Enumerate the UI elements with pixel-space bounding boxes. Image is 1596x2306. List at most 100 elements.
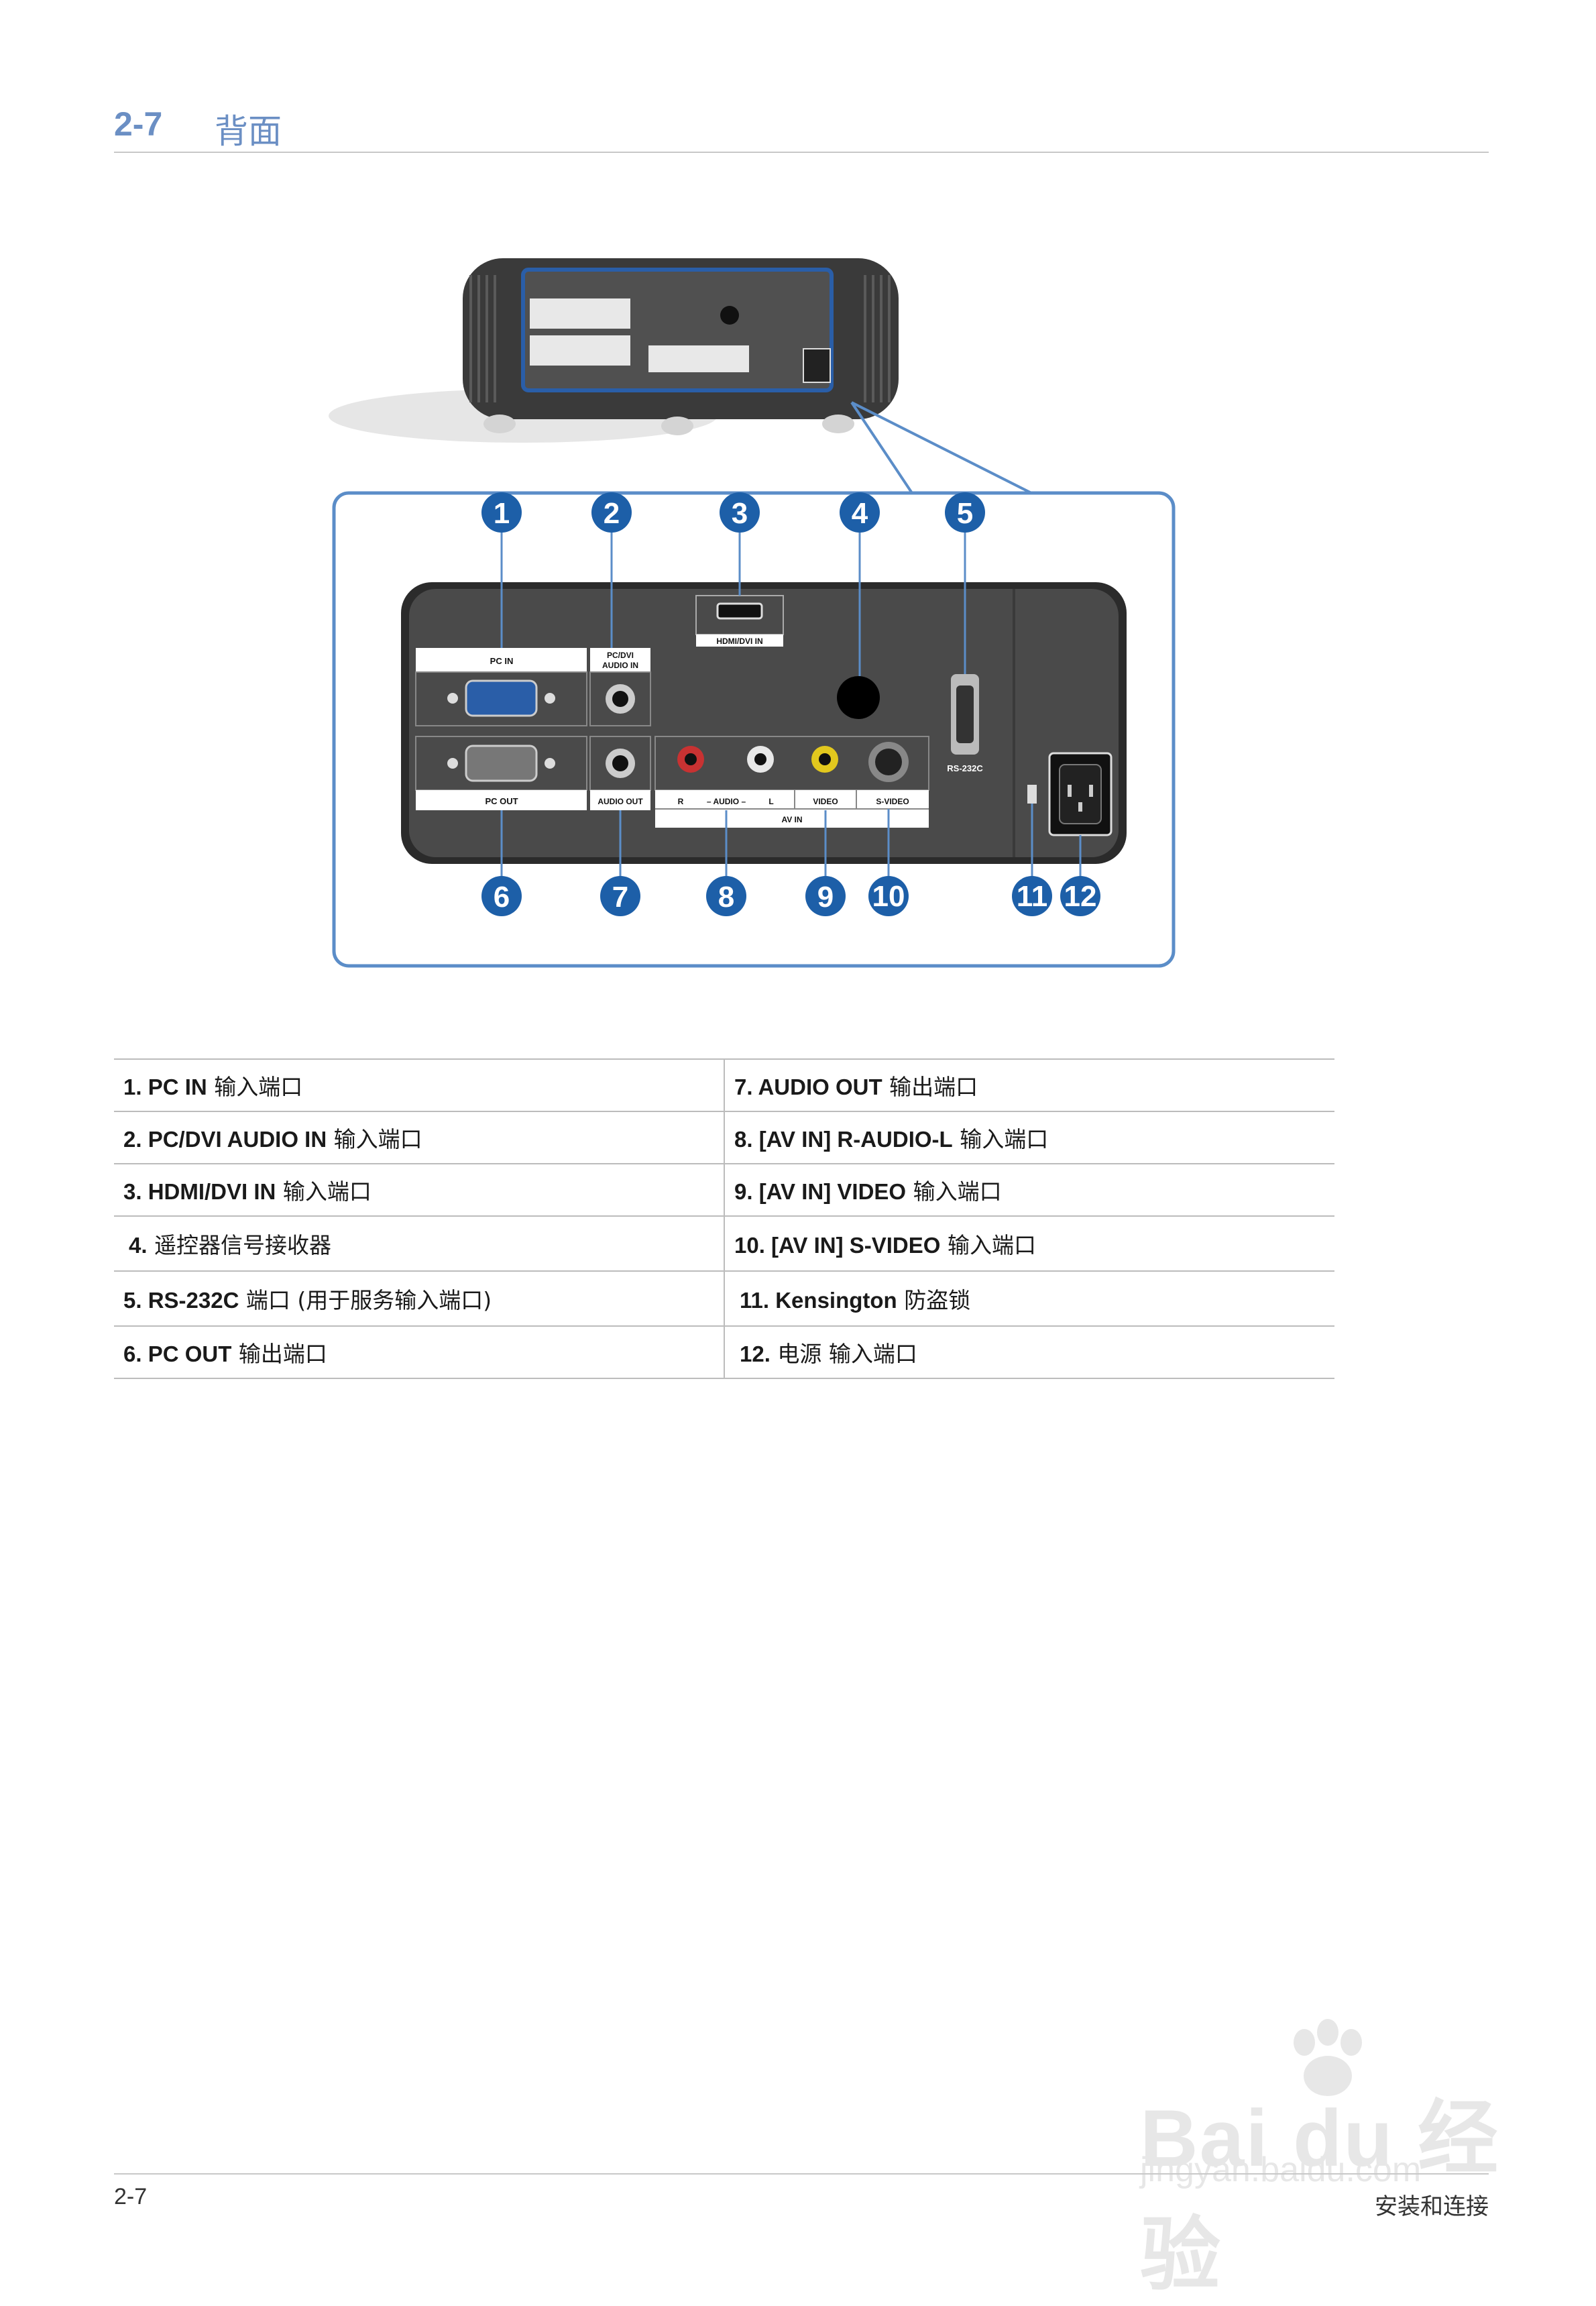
table-row: 6. PC OUT 输出端口 12. 电源 输入端口 <box>114 1325 1334 1379</box>
table-row: 1. PC IN 输入端口 7. AUDIO OUT 输出端口 <box>114 1058 1334 1112</box>
table-cell: 12. 电源 输入端口 <box>724 1325 1334 1379</box>
item-number: 11. Kensington <box>740 1288 897 1313</box>
item-number: 5. RS-232C <box>123 1288 239 1313</box>
callout-badge <box>600 876 640 916</box>
rear-panel: PC IN PC/DVI AUDIO IN HDMI/DVI IN RS-232… <box>401 582 1127 864</box>
item-description: 遥控器信号接收器 <box>147 1232 332 1258</box>
watermark-url: jingyan.baidu.com <box>1140 2150 1422 2189</box>
table-row: 3. HDMI/DVI IN 输入端口 9. [AV IN] VIDEO 输入端… <box>114 1163 1334 1217</box>
table-row: 2. PC/DVI AUDIO IN 输入端口 8. [AV IN] R-AUD… <box>114 1111 1334 1164</box>
callout-number: 10 <box>872 880 905 913</box>
callout-badge <box>1060 876 1100 916</box>
table-cell: 6. PC OUT 输出端口 <box>114 1325 724 1379</box>
pc-out-vga-port[interactable] <box>465 745 538 782</box>
item-description: 输入端口 <box>276 1178 372 1205</box>
item-number: 3. HDMI/DVI IN <box>123 1179 276 1204</box>
callouts-bottom: 6 7 8 9 10 11 12 <box>481 876 1100 916</box>
projector-thumbnail <box>329 258 899 443</box>
label-pc-dvi-line2: AUDIO IN <box>602 661 638 670</box>
item-description: 端口 (用于服务输入端口) <box>239 1287 492 1313</box>
callout-number: 7 <box>612 881 628 914</box>
callout-number: 1 <box>494 497 510 530</box>
item-number: 12. <box>740 1341 771 1366</box>
label-audio: – AUDIO – <box>707 797 746 806</box>
item-number: 7. AUDIO OUT <box>734 1075 882 1099</box>
pc-in-vga-port[interactable] <box>465 679 538 717</box>
label-s-video: S-VIDEO <box>876 797 909 806</box>
footer-divider <box>114 2173 1489 2175</box>
callout-number: 5 <box>957 497 973 530</box>
table-row: 4. 遥控器信号接收器 10. [AV IN] S-VIDEO 输入端口 <box>114 1215 1334 1272</box>
callout-number: 11 <box>1017 880 1048 913</box>
label-audio-r: R <box>678 797 684 806</box>
item-number: 4. <box>129 1233 148 1258</box>
item-description: 输出端口 <box>882 1074 978 1100</box>
callout-badge <box>481 876 522 916</box>
label-hdmi: HDMI/DVI IN <box>716 637 762 646</box>
callout-badge <box>1012 876 1052 916</box>
item-description: 防盗锁 <box>897 1287 971 1313</box>
callout-badge <box>591 492 632 533</box>
callout-badge <box>481 492 522 533</box>
item-description: 输入端口 <box>327 1126 422 1152</box>
kensington-slot <box>1027 785 1037 804</box>
zoom-lines <box>850 401 1032 494</box>
item-number: 8. [AV IN] R-AUDIO-L <box>734 1127 953 1152</box>
callout-badge <box>805 876 846 916</box>
callout-number: 8 <box>718 881 734 914</box>
callout-badge <box>720 492 760 533</box>
label-pc-in: PC IN <box>490 656 514 666</box>
section-header: 2-7 背面 <box>114 101 1489 153</box>
callout-number: 2 <box>604 497 620 530</box>
callout-badge <box>945 492 985 533</box>
hdmi-port[interactable] <box>716 602 763 620</box>
item-number: 6. PC OUT <box>123 1341 232 1366</box>
section-number: 2-7 <box>114 105 163 143</box>
table-cell: 8. [AV IN] R-AUDIO-L 输入端口 <box>724 1111 1334 1164</box>
rear-panel-diagram: PC IN PC/DVI AUDIO IN HDMI/DVI IN RS-232… <box>329 258 1176 968</box>
table-cell: 10. [AV IN] S-VIDEO 输入端口 <box>724 1215 1334 1272</box>
label-rs232c: RS-232C <box>947 763 983 773</box>
callout-number: 4 <box>852 497 868 530</box>
callout-number: 6 <box>494 881 510 914</box>
section-title: 背面 <box>215 112 282 151</box>
page-number: 2-7 <box>114 2184 148 2209</box>
item-number: 2. PC/DVI AUDIO IN <box>123 1127 327 1152</box>
table-row: 5. RS-232C 端口 (用于服务输入端口) 11. Kensington … <box>114 1270 1334 1327</box>
callout-number: 3 <box>732 497 748 530</box>
label-video: VIDEO <box>813 797 838 806</box>
table-cell: 5. RS-232C 端口 (用于服务输入端口) <box>114 1270 724 1327</box>
paw-icon <box>1294 2019 1362 2096</box>
table-cell: 7. AUDIO OUT 输出端口 <box>724 1058 1334 1112</box>
item-number: 10. [AV IN] S-VIDEO <box>734 1233 941 1258</box>
port-description-table: 1. PC IN 输入端口 7. AUDIO OUT 输出端口 2. PC/DV… <box>114 1058 1334 1379</box>
table-cell: 1. PC IN 输入端口 <box>114 1058 724 1112</box>
label-pc-out: PC OUT <box>485 796 518 806</box>
ir-receiver <box>837 676 880 719</box>
item-number: 9. [AV IN] VIDEO <box>734 1179 907 1204</box>
callouts-top: 1 2 3 4 5 <box>481 492 985 533</box>
callout-number: 9 <box>817 881 834 914</box>
table-cell: 4. 遥控器信号接收器 <box>114 1215 724 1272</box>
item-description: 电源 输入端口 <box>770 1341 917 1367</box>
item-description: 输入端口 <box>940 1232 1036 1258</box>
callout-badge <box>840 492 880 533</box>
label-pc-dvi-line1: PC/DVI <box>607 651 634 660</box>
label-audio-out: AUDIO OUT <box>597 797 643 806</box>
item-description: 输入端口 <box>207 1074 303 1100</box>
item-description: 输入端口 <box>952 1126 1049 1152</box>
label-audio-l: L <box>768 797 773 806</box>
callout-badge <box>706 876 746 916</box>
callout-number: 12 <box>1064 880 1097 913</box>
leader-lines <box>500 530 1082 877</box>
callout-badge <box>868 876 909 916</box>
item-description: 输入端口 <box>906 1178 1002 1205</box>
label-av-in: AV IN <box>781 815 802 824</box>
chapter-title: 安装和连接 <box>1375 2193 1489 2220</box>
item-description: 输出端口 <box>231 1341 327 1367</box>
table-cell: 3. HDMI/DVI IN 输入端口 <box>114 1163 724 1217</box>
item-number: 1. PC IN <box>123 1075 207 1099</box>
table-cell: 9. [AV IN] VIDEO 输入端口 <box>724 1163 1334 1217</box>
watermark-brand: Bai du 经验 <box>1140 2093 1500 2300</box>
rear-panel-figure: PC IN PC/DVI AUDIO IN HDMI/DVI IN RS-232… <box>322 248 1187 973</box>
